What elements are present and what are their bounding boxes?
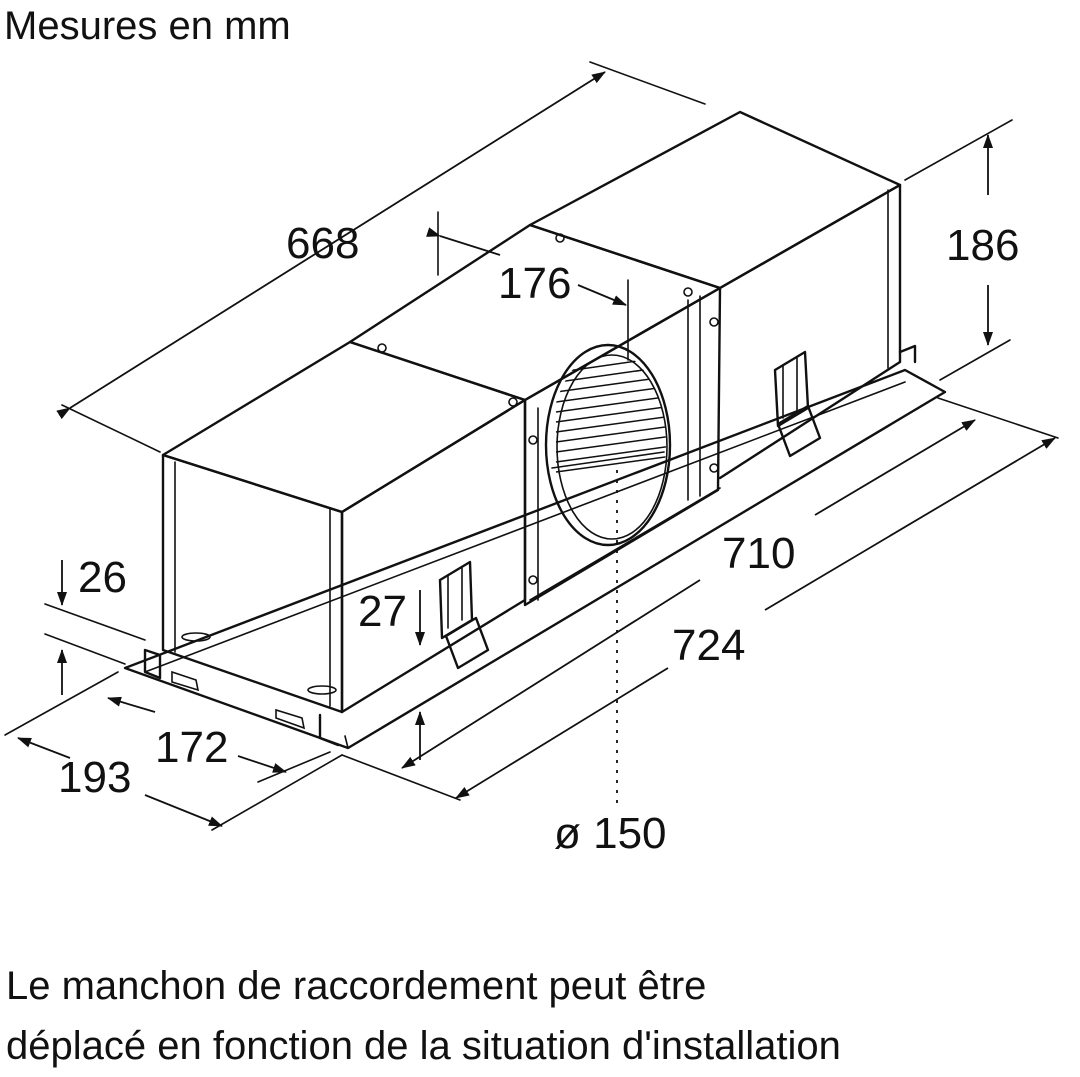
dim-26: 26	[44, 553, 146, 695]
grille-icon	[555, 355, 666, 473]
label-26: 26	[78, 553, 127, 602]
dim-176: 176	[426, 211, 629, 361]
technical-drawing: 668 176 186 26	[4, 61, 1059, 858]
label-668: 668	[286, 219, 359, 268]
note-line-1: Le manchon de raccordement peut être	[6, 964, 707, 1008]
back-housing	[528, 110, 917, 480]
label-186: 186	[946, 221, 1019, 270]
label-176: 176	[498, 259, 571, 308]
note-line-2: déplacé en fonction de la situation d'in…	[6, 1024, 841, 1068]
dim-27: 27	[358, 587, 425, 760]
title: Mesures en mm	[4, 4, 291, 48]
label-172: 172	[155, 723, 228, 772]
dim-193: 193	[4, 671, 343, 831]
label-724: 724	[672, 621, 745, 670]
dim-668: 668	[56, 61, 706, 453]
dim-724: 724	[341, 437, 1056, 801]
dim-710: 710	[401, 397, 1059, 769]
dim-diameter: ø 150	[554, 470, 667, 858]
dim-172: 172	[107, 696, 331, 783]
label-27: 27	[358, 587, 407, 636]
label-diameter: ø 150	[554, 809, 667, 858]
front-housing	[161, 340, 527, 714]
label-193: 193	[58, 753, 131, 802]
label-710: 710	[722, 529, 795, 578]
connecting-collar	[544, 343, 672, 547]
dim-186: 186	[904, 119, 1019, 381]
base-frame	[123, 368, 947, 750]
